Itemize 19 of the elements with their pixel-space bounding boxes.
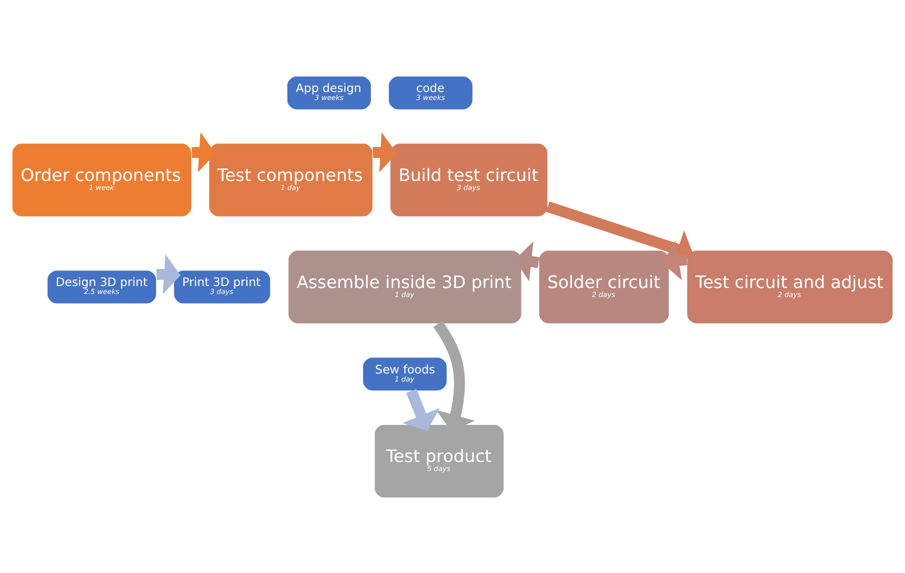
node-box: Test components 1 day — [208, 142, 374, 217]
node-box: Test circuit and adjust 2 days — [686, 249, 894, 324]
node-box: Order components 1 week — [12, 142, 192, 217]
node-box: Build test circuit 3 days — [390, 142, 548, 217]
arrow — [662, 240, 688, 280]
node-box: code 3 weeks — [388, 75, 474, 110]
arrow — [156, 254, 180, 294]
node-box: Solder circuit 2 days — [538, 249, 670, 324]
arrow — [546, 201, 694, 268]
node-box: Assemble inside 3D print 1 day — [288, 249, 522, 324]
arrow — [402, 388, 440, 430]
arrow — [372, 132, 397, 172]
node-box: App design 3 weeks — [286, 75, 372, 110]
arrow — [514, 240, 540, 281]
node-box: Test product 5 days — [374, 424, 504, 498]
arrow — [192, 132, 216, 172]
node-box: Sew foods 1 day — [362, 356, 448, 391]
node-box: Print 3D print 3 days — [173, 269, 271, 304]
node-box: Design 3D print 2.5 weeks — [46, 269, 157, 304]
